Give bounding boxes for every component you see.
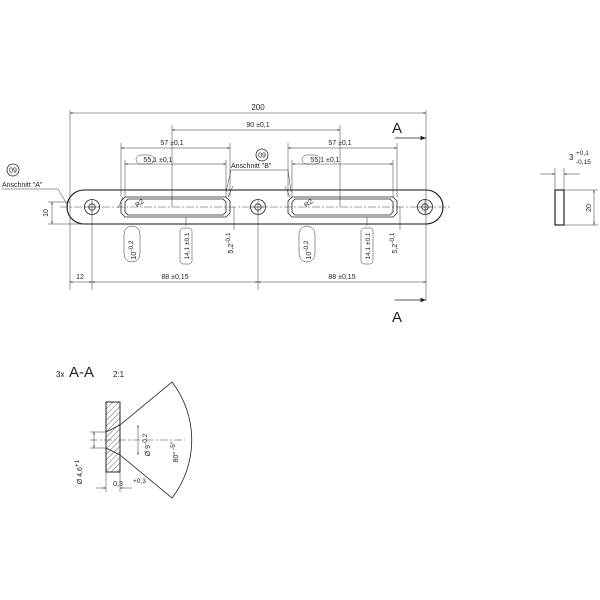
radius-left-label: R2 — [134, 198, 145, 209]
callout-a: 09 Anschnitt "A" — [2, 163, 69, 207]
detail-hole-tol: +1 — [74, 459, 81, 467]
svg-text:5,2-0,1: 5,2-0,1 — [389, 232, 399, 253]
dim-pitch-right: 88 ±0,15 — [258, 274, 426, 283]
side-tol-upper: +0,1 — [576, 150, 589, 157]
side-tol-lower: -0,15 — [576, 159, 591, 166]
depth-right-label: 5,2 — [392, 244, 399, 254]
svg-text:80° -5°: 80° -5° — [169, 441, 180, 462]
slot-height-left-label: 14,1 ±0,1 — [184, 232, 191, 259]
depth-right: 5,2-0,1 — [389, 207, 401, 253]
slot-width-right: 10-0,2 — [298, 225, 316, 263]
dim-slot-inner-right-label: 55,1 ±0,1 — [310, 157, 339, 164]
slot-left — [117, 185, 234, 218]
side-view: 3 +0,1 -0,15 20 — [540, 150, 598, 226]
section-marker-top: A — [392, 120, 426, 141]
svg-text:10-0,2: 10-0,2 — [128, 240, 138, 259]
radius-right: R2 — [303, 198, 314, 209]
dim-slot-outer-right: 57 ±0,1 — [288, 140, 397, 149]
depth-right-tol: -0,1 — [389, 232, 396, 244]
section-top-label: A — [392, 120, 402, 137]
detail-dia-label: Ø 9 — [145, 445, 152, 456]
dim-edge-label: 12 — [76, 274, 84, 281]
slot-height-right-label: 14,1 ±0,1 — [365, 232, 372, 259]
svg-text:5,2-0,1: 5,2-0,1 — [225, 232, 235, 253]
dim-pitch-left: 88 ±0,15 — [92, 274, 258, 283]
callout-a-text: Anschnitt "A" — [2, 182, 43, 189]
dim-hole-spacing-label: 90 ±0,1 — [246, 122, 269, 129]
slot-height-left: 14,1 ±0,1 — [179, 217, 193, 265]
dim-pitch-left-label: 88 ±0,15 — [161, 274, 188, 281]
hole-right — [417, 199, 433, 215]
dim-overall: 200 — [70, 103, 426, 114]
side-thickness-label: 3 — [569, 153, 574, 162]
callout-a-num: 09 — [9, 168, 17, 175]
side-height-label: 20 — [586, 204, 593, 212]
detail-thk-label: 0,3 — [113, 481, 123, 488]
dim-overall-label: 200 — [251, 103, 265, 112]
section-scale: 2:1 — [113, 370, 125, 379]
slot-width-right-label: 10 — [306, 252, 313, 260]
detail-hole-label: Ø 4,6 — [77, 467, 84, 484]
section-detail: Ø 9-0,2 80° -5° Ø 4,6+1 0,3 +0,3 — [74, 381, 193, 499]
section-prefix: 3x — [56, 370, 64, 379]
dim-slot-inner-left-label: 55,1 ±0,1 — [143, 157, 172, 164]
slot-width-left-label: 10 — [131, 252, 138, 260]
detail-thk-tol: +0,3 — [133, 478, 146, 485]
detail-dia-tol: -0,2 — [142, 433, 149, 445]
detail-angle-tol: -5° — [169, 441, 177, 450]
dim-edge: 12 — [70, 274, 92, 283]
radius-right-label: R2 — [303, 198, 314, 209]
callout-b-num: 09 — [258, 153, 266, 160]
slot-width-left-tol: -0,2 — [128, 240, 135, 252]
section-title-label: A-A — [69, 364, 94, 381]
mounting-holes — [84, 199, 433, 215]
svg-text:Ø 9-0,2: Ø 9-0,2 — [142, 433, 152, 456]
depth-left-label: 5,2 — [228, 244, 235, 254]
callout-b: 09 Anschnitt "B" — [225, 148, 292, 193]
dim-hole-spacing: 90 ±0,1 — [172, 122, 340, 131]
dim-slot-inner-right: 55,1 ±0,1 — [292, 154, 393, 165]
slot-width-right-tol: -0,2 — [303, 240, 310, 252]
svg-text:10-0,2: 10-0,2 — [303, 240, 313, 259]
slot-width-left: 10-0,2 — [123, 225, 141, 263]
dim-height-left-label: 10 — [43, 209, 50, 217]
depth-left-tol: -0,1 — [225, 232, 232, 244]
slot-height-right: 14,1 ±0,1 — [360, 217, 374, 265]
dim-slot-outer-left: 57 ±0,1 — [121, 140, 230, 149]
dim-slot-outer-right-label: 57 ±0,1 — [328, 140, 351, 147]
dim-pitch-right-label: 88 ±0,15 — [328, 274, 355, 281]
extension-lines — [69, 110, 427, 300]
depth-left: 5,2-0,1 — [225, 207, 235, 253]
dim-slot-inner-left: 55,1 ±0,1 — [125, 154, 226, 165]
section-marker-bottom: A — [392, 297, 426, 326]
slot-right — [284, 185, 398, 218]
svg-text:Ø 4,6+1: Ø 4,6+1 — [74, 459, 84, 484]
section-title: 3x A-A 2:1 — [56, 364, 125, 381]
section-bottom-label: A — [392, 309, 402, 326]
callout-b-text: Anschnitt "B" — [231, 163, 272, 170]
dim-slot-outer-left-label: 57 ±0,1 — [160, 140, 183, 147]
radius-left: R2 — [134, 198, 145, 209]
detail-angle-label: 80° — [172, 450, 180, 463]
dim-height-left: 10 — [43, 201, 84, 225]
